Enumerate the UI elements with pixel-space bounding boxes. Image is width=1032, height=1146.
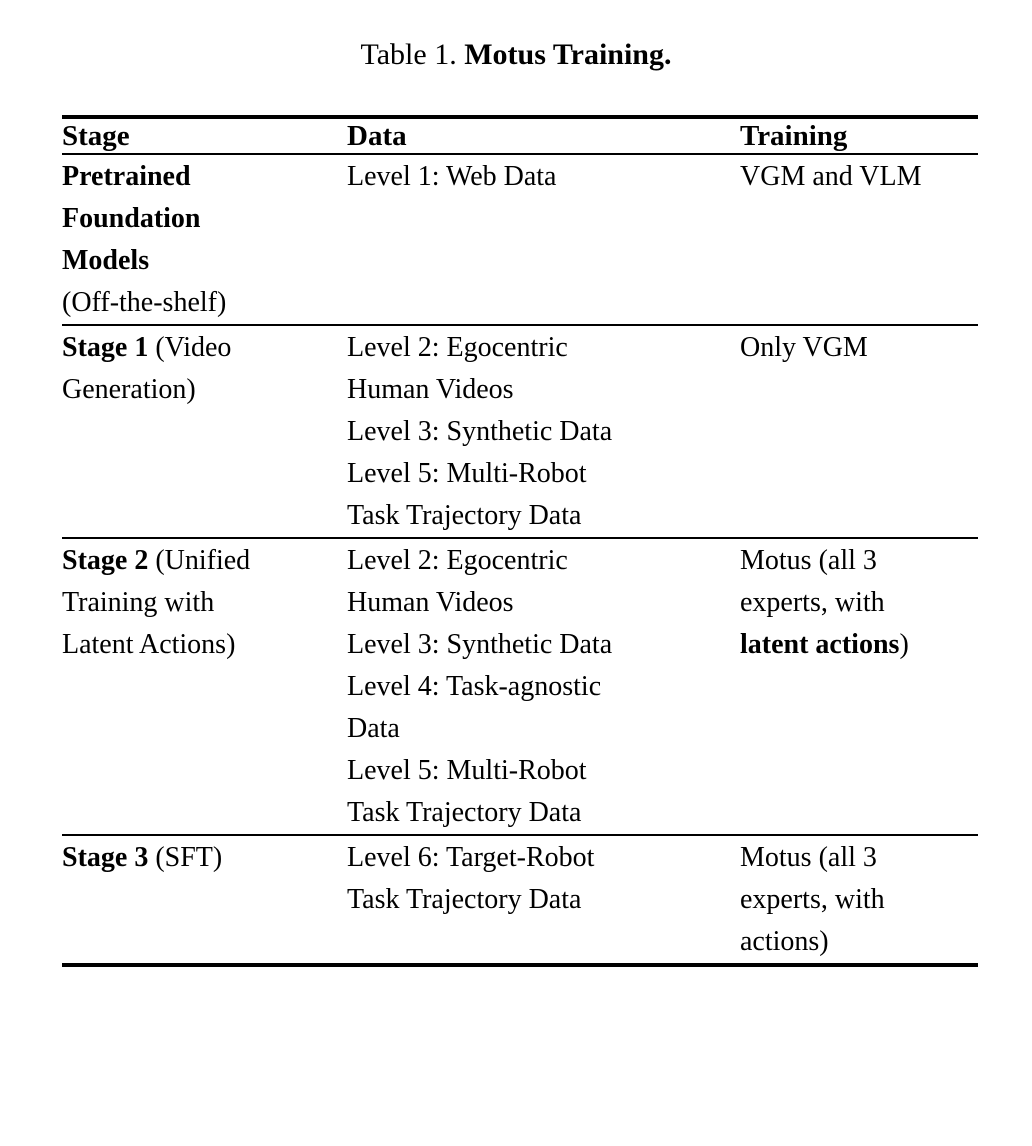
stage-qualifier: (Video [148,332,232,363]
column-header-stage: Stage [62,120,130,152]
training-line: VGM and VLM [740,161,922,192]
cell-data: Level 2: Egocentric Human Videos Level 3… [347,327,740,537]
data-line: Level 3: Synthetic Data [347,416,613,447]
stage-line: Stage 3 (SFT) [62,837,347,879]
stage-line: Latent Actions) [62,629,236,660]
data-line: Task Trajectory Data [347,500,582,531]
stage-line-text: Foundation [62,203,201,234]
column-header-data: Data [347,120,407,152]
training-line: latent actions) [740,624,978,666]
data-line: Human Videos [347,374,514,405]
header-bottom-rule [62,153,978,156]
training-line: actions) [740,926,829,957]
stage-qualifier: (Unified [148,545,251,576]
row-separator-row [62,324,978,327]
cell-stage: Stage 3 (SFT) [62,837,347,963]
data-line: Level 5: Multi-Robot [347,755,587,786]
stage-line: Stage 1 (Video [62,327,347,369]
cell-data: Level 1: Web Data [347,156,740,324]
training-line: experts, with [740,884,885,915]
training-line: Motus (all 3 [740,842,877,873]
table-row: Stage 2 (Unified Training with Latent Ac… [62,540,978,834]
stage-line-text: Models [62,245,150,276]
column-header-training: Training [740,120,848,152]
row-separator-rule [62,834,978,837]
training-paren: ) [899,629,909,660]
cell-data: Level 2: Egocentric Human Videos Level 3… [347,540,740,834]
cell-training: Only VGM [740,327,978,537]
stage-qualifier: (SFT) [148,842,223,873]
data-line: Task Trajectory Data [347,797,582,828]
training-line: experts, with [740,587,885,618]
cell-stage: Pretrained Foundation Models (Off-the-sh… [62,156,347,324]
stage-line: (Off-the-shelf) [62,287,227,318]
header-rule-row [62,153,978,156]
data-line: Level 1: Web Data [347,161,557,192]
training-line: Only VGM [740,332,868,363]
data-line: Task Trajectory Data [347,884,582,915]
training-line: Motus (all 3 [740,545,877,576]
motus-training-table: Stage Data Training Pretrained Foundatio… [62,115,978,967]
stage-line: Generation) [62,374,196,405]
data-line: Human Videos [347,587,514,618]
training-emphasis: latent actions [740,629,900,660]
stage-line: Models [62,240,347,282]
cell-stage: Stage 1 (Video Generation) [62,327,347,537]
table-row: Pretrained Foundation Models (Off-the-sh… [62,156,978,324]
row-separator-row [62,834,978,837]
stage-name: Stage 2 [62,545,149,576]
stage-line-text: Pretrained [62,161,191,192]
data-line: Level 6: Target-Robot [347,842,595,873]
data-line: Level 2: Egocentric [347,545,568,576]
row-separator-row [62,537,978,540]
cell-training: Motus (all 3 experts, with actions) [740,837,978,963]
stage-line: Stage 2 (Unified [62,540,347,582]
data-line: Level 3: Synthetic Data [347,629,613,660]
cell-training: VGM and VLM [740,156,978,324]
stage-name: Stage 1 [62,332,149,363]
table-bottom-rule [62,963,978,967]
cell-data: Level 6: Target-Robot Task Trajectory Da… [347,837,740,963]
stage-line: Pretrained [62,156,347,198]
stage-line: Foundation [62,198,347,240]
data-line: Level 4: Task-agnostic [347,671,602,702]
stage-line: Training with [62,587,215,618]
row-separator-rule [62,324,978,327]
table-body: Stage Data Training Pretrained Foundatio… [62,119,978,963]
table-caption: Table 1. Motus Training. [0,36,1032,74]
table-top-rule [62,115,978,119]
caption-title: Motus Training. [464,38,672,71]
stage-name: Stage 3 [62,842,149,873]
data-line: Level 5: Multi-Robot [347,458,587,489]
table-row: Stage 3 (SFT) Level 6: Target-Robot Task… [62,837,978,963]
table-row: Stage 1 (Video Generation) Level 2: Egoc… [62,327,978,537]
cell-training: Motus (all 3 experts, with latent action… [740,540,978,834]
data-line: Level 2: Egocentric [347,332,568,363]
data-line: Data [347,713,400,744]
table-header-row: Stage Data Training [62,119,978,153]
caption-label: Table 1. [360,38,457,71]
cell-stage: Stage 2 (Unified Training with Latent Ac… [62,540,347,834]
row-separator-rule [62,537,978,540]
